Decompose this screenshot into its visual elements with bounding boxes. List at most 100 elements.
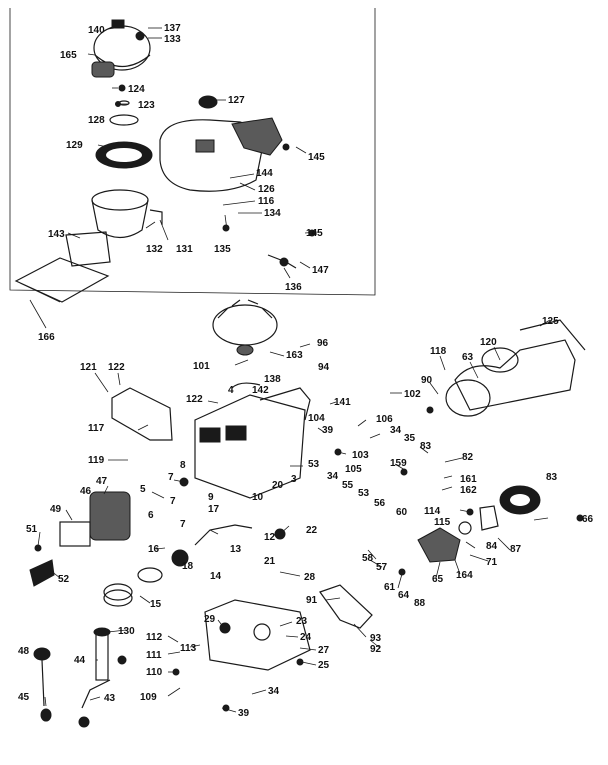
callout-93: 93 — [370, 633, 382, 644]
callout-18: 18 — [182, 561, 194, 572]
callout-56: 56 — [374, 498, 386, 509]
callout-43: 43 — [104, 693, 116, 704]
callout-21: 21 — [264, 556, 276, 567]
callout-163: 163 — [286, 350, 303, 361]
callout-94: 94 — [318, 362, 330, 373]
callout-142: 142 — [252, 385, 269, 396]
leader-lines — [29, 26, 551, 713]
callout-12: 12 — [264, 532, 276, 543]
callout-122-lower: 122 — [186, 394, 203, 405]
callout-5: 5 — [140, 484, 146, 495]
callout-7-upper: 7 — [168, 472, 174, 483]
governor-linkage-part — [417, 521, 472, 563]
callout-3: 3 — [291, 474, 297, 485]
callout-118: 118 — [430, 346, 447, 357]
callout-39-upper: 39 — [322, 425, 334, 436]
callout-101: 101 — [193, 361, 210, 372]
callout-161: 161 — [460, 474, 477, 485]
callout-22: 22 — [306, 525, 318, 536]
callout-123: 123 — [138, 100, 155, 111]
callout-119: 119 — [88, 455, 105, 466]
callout-165: 165 — [60, 50, 77, 61]
callout-84: 84 — [486, 541, 498, 552]
callout-53-lower: 53 — [358, 488, 370, 499]
callout-44: 44 — [74, 655, 86, 666]
callout-140: 140 — [88, 25, 105, 36]
callout-64: 64 — [398, 590, 410, 601]
callout-49: 49 — [50, 504, 62, 515]
callout-145-upper: 145 — [308, 152, 325, 163]
callout-133: 133 — [164, 34, 181, 45]
callout-117: 117 — [88, 423, 105, 434]
callout-122-upper: 122 — [108, 362, 125, 373]
starter-cup-part — [479, 485, 541, 531]
callout-82: 82 — [462, 452, 474, 463]
callout-7-lower: 7 — [180, 519, 186, 530]
callout-58: 58 — [362, 553, 374, 564]
callout-88: 88 — [414, 598, 426, 609]
callout-16: 16 — [148, 544, 160, 555]
crankcase-cover-part — [204, 599, 311, 671]
callout-136: 136 — [285, 282, 302, 293]
callout-129: 129 — [66, 140, 83, 151]
callout-134: 134 — [264, 208, 281, 219]
callout-125: 125 — [542, 316, 559, 327]
air-cleaner-cover-part — [91, 19, 151, 78]
callout-126: 126 — [258, 184, 275, 195]
callout-116: 116 — [258, 196, 275, 207]
crankshaft-part — [171, 524, 253, 567]
fuel-valve-part — [267, 254, 297, 269]
callout-23: 23 — [296, 616, 308, 627]
callout-61: 61 — [384, 582, 396, 593]
callout-55: 55 — [342, 480, 354, 491]
callout-6: 6 — [148, 510, 154, 521]
callout-162: 162 — [460, 485, 477, 496]
callout-115: 115 — [434, 517, 451, 528]
callout-127: 127 — [228, 95, 245, 106]
callout-120: 120 — [480, 337, 497, 348]
hardware-fasteners — [34, 84, 584, 728]
tank-bracket-part — [231, 117, 283, 156]
callout-102: 102 — [404, 389, 421, 400]
callout-111: 111 — [146, 650, 162, 661]
callout-7-mid: 7 — [170, 496, 176, 507]
carburetor-part — [29, 491, 131, 587]
callout-137: 137 — [164, 23, 181, 34]
callout-164: 164 — [456, 570, 473, 581]
callout-13: 13 — [230, 544, 242, 555]
callout-145-lower: 145 — [306, 228, 323, 239]
callout-47: 47 — [96, 476, 108, 487]
callout-130: 130 — [118, 626, 135, 637]
callout-15: 15 — [150, 599, 162, 610]
callout-51: 51 — [26, 524, 38, 535]
callout-91: 91 — [306, 595, 318, 606]
flywheel-part — [212, 299, 278, 356]
callout-103: 103 — [352, 450, 369, 461]
callout-52: 52 — [58, 574, 70, 585]
callout-105: 105 — [345, 464, 362, 475]
cylinder-block-part — [194, 382, 311, 499]
callout-53-upper: 53 — [308, 459, 320, 470]
callout-20: 20 — [272, 480, 284, 491]
callout-46: 46 — [80, 486, 92, 497]
callout-109: 109 — [140, 692, 157, 703]
blower-housing-part — [445, 319, 586, 417]
callout-4: 4 — [228, 385, 234, 396]
ignition-plate-part — [111, 387, 173, 441]
callout-144: 144 — [256, 168, 273, 179]
callout-labels: 140 137 133 165 124 123 128 127 129 145 … — [18, 23, 594, 719]
callout-8: 8 — [180, 460, 186, 471]
callout-121: 121 — [80, 362, 97, 373]
callout-110: 110 — [146, 667, 163, 678]
callout-63-upper: 63 — [462, 352, 474, 363]
callout-135: 135 — [214, 244, 231, 255]
filter-element-part — [95, 100, 153, 169]
callout-114: 114 — [424, 506, 441, 517]
callout-24: 24 — [300, 632, 312, 643]
callout-35: 35 — [404, 433, 416, 444]
callout-39-lower: 39 — [238, 708, 250, 719]
callout-131: 131 — [176, 244, 193, 255]
callout-141: 141 — [334, 397, 351, 408]
callout-34-mid: 34 — [327, 471, 339, 482]
